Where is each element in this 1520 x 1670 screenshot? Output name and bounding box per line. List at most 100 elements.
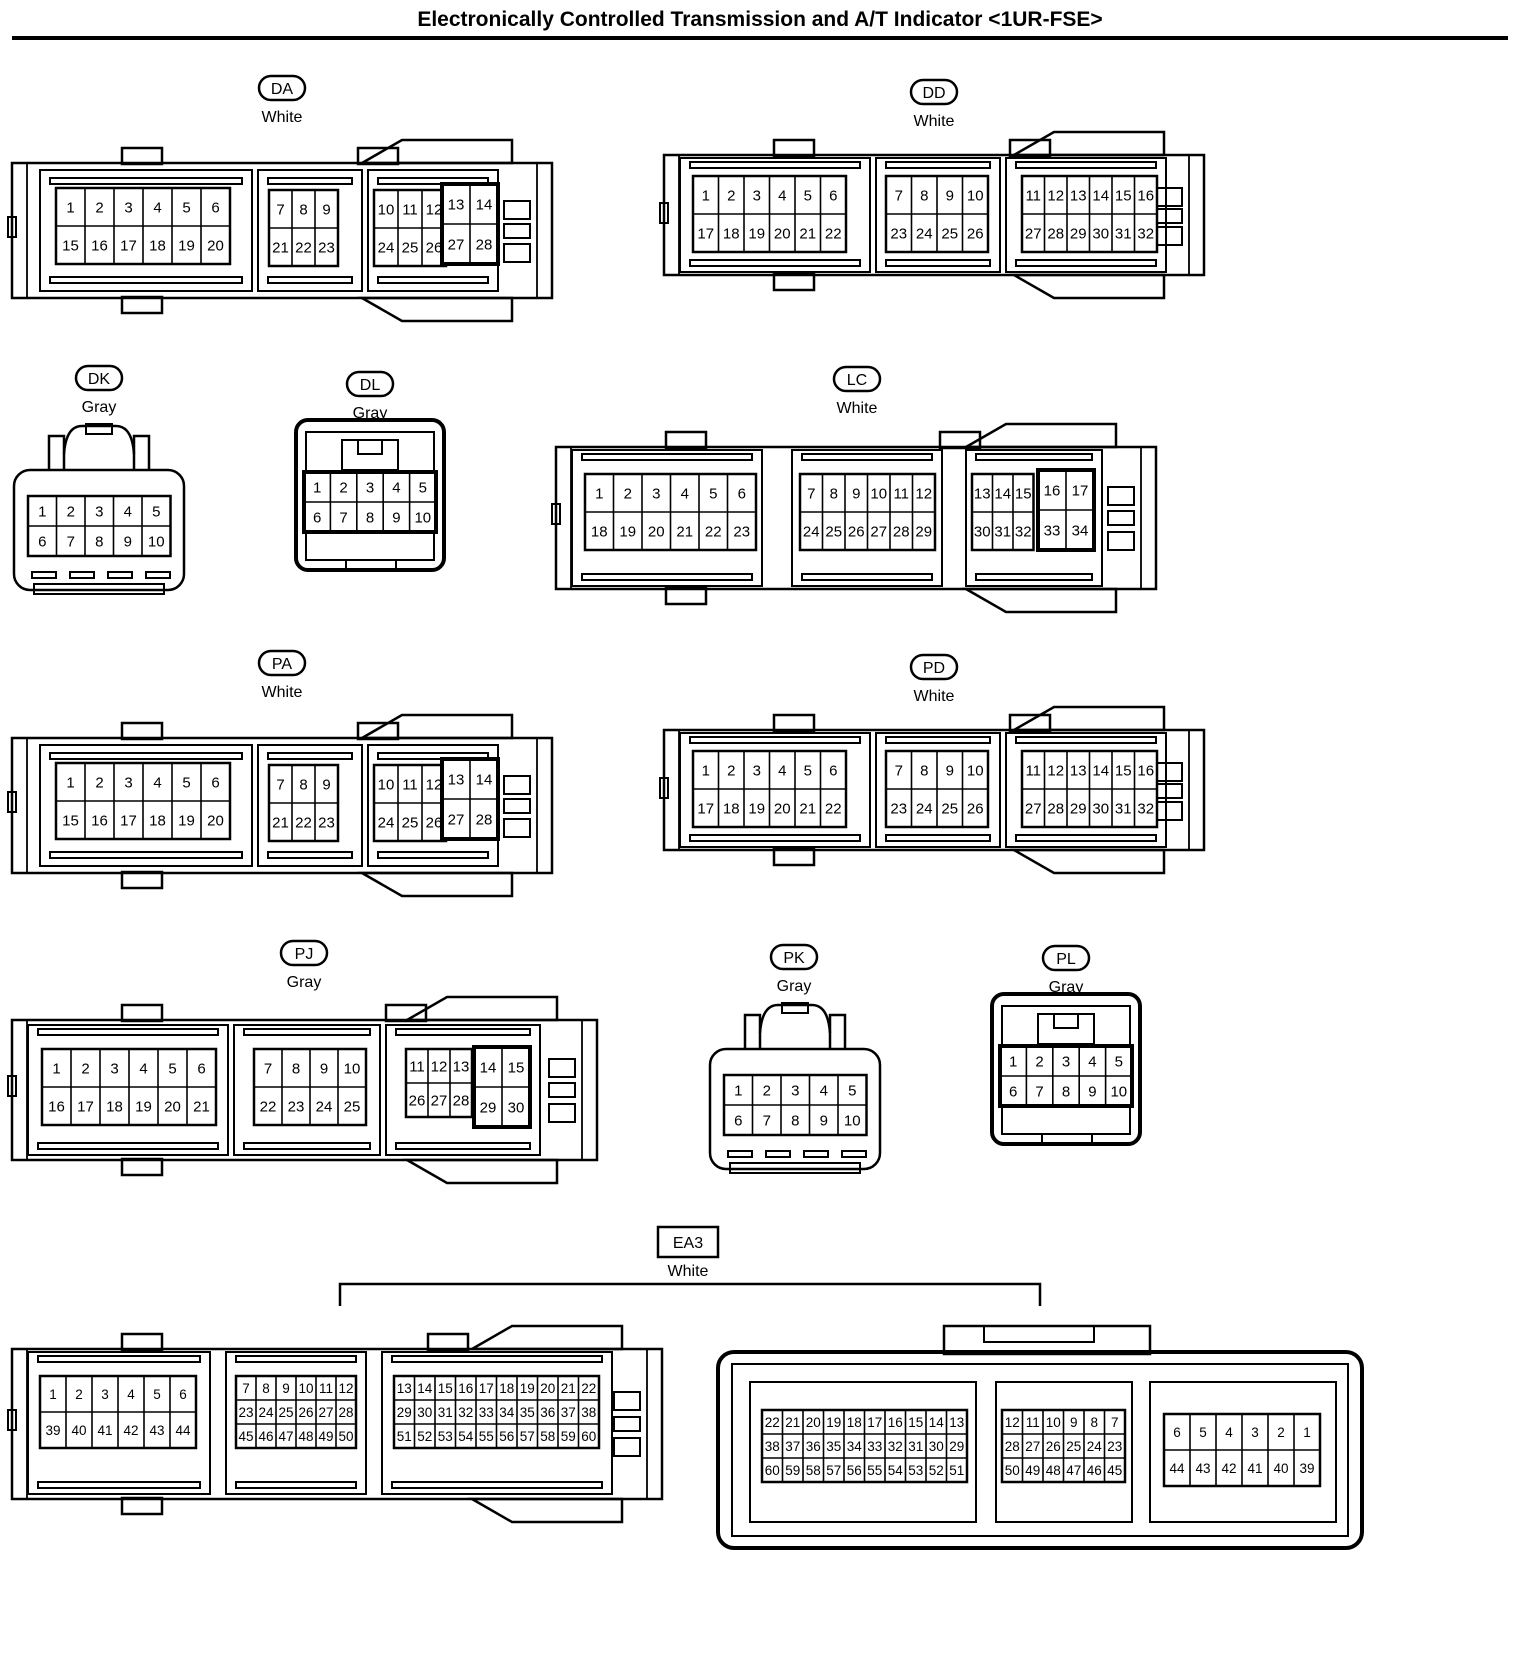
ea3-female-pin-number: 59: [785, 1463, 800, 1478]
dd-pin-number: 30: [1092, 225, 1109, 242]
ea3-female-pin-number: 40: [1273, 1461, 1288, 1476]
housing-line: [26, 162, 538, 299]
dd-pin-number: 4: [778, 187, 786, 204]
pd-pin-number: 3: [753, 762, 761, 779]
dd-pin-number: 32: [1137, 225, 1154, 242]
pl-connector-color: Gray: [1049, 979, 1084, 996]
pa-pin-number: 5: [182, 774, 190, 791]
ea3-pair-bracket: [338, 1282, 1042, 1306]
housing-line: [938, 430, 982, 450]
lc-pin-number: 15: [1015, 485, 1032, 502]
ea3-female-pin-number: 13: [949, 1415, 964, 1430]
pj-pin-number: 11: [409, 1058, 425, 1075]
ea3-male-pin-number: 5: [153, 1387, 161, 1402]
ea3-female-pin-number: 12: [1005, 1415, 1020, 1430]
pd-pin-number: 12: [1047, 762, 1064, 779]
pd-connector-color: White: [914, 688, 955, 705]
housing-line: [7, 791, 17, 813]
da-pin-number: 5: [182, 199, 190, 216]
pa-pin-number: 25: [402, 814, 419, 831]
pd-pin-number: 28: [1047, 800, 1064, 817]
ea3-female-pin-number: 52: [929, 1463, 944, 1478]
dl-pin-number: 4: [392, 479, 400, 496]
pd-connector-code-badge: [909, 653, 959, 681]
da-pin-number: 8: [299, 201, 307, 218]
housing-line: [729, 1162, 861, 1174]
housing-line: [885, 736, 991, 744]
housing-line: [49, 177, 243, 185]
housing-line: [345, 559, 397, 571]
housing-line: [841, 1150, 867, 1158]
dl-pin-number: 7: [339, 509, 347, 526]
lc-pin-number: 30: [974, 523, 991, 540]
dd-connector-code: DD: [922, 85, 945, 102]
housing-line: [659, 202, 669, 224]
lc-pin-number: 3: [652, 485, 660, 502]
ea3-male-pin-number: 43: [149, 1423, 164, 1438]
dd-connector-code-badge: [909, 78, 959, 106]
ea3-male-pin-number: 29: [397, 1405, 412, 1420]
pk-pin-number: 5: [848, 1082, 856, 1099]
ea3-male-pin-number: 47: [278, 1429, 293, 1444]
pd-pin-number: 20: [774, 800, 791, 817]
lc-pin-number: 23: [733, 523, 750, 540]
ea3-male-pin-number: 51: [397, 1429, 412, 1444]
lc-connector-color: White: [837, 400, 878, 417]
ea3-male-pin-number: 37: [561, 1405, 576, 1420]
pl-pin-number: 6: [1009, 1083, 1017, 1100]
lc-connector-code: LC: [847, 372, 867, 389]
pa-pin-number: 6: [211, 774, 219, 791]
housing-line: [727, 1150, 753, 1158]
lc-pin-number: 6: [738, 485, 746, 502]
ea3-male-pin-number: 3: [101, 1387, 109, 1402]
housing-line: [395, 1028, 531, 1036]
pl-connector-code: PL: [1056, 951, 1076, 968]
pa-pin-number: 24: [378, 814, 395, 831]
da-ext-pin-number: 28: [476, 236, 493, 253]
da-pin-number: 22: [295, 239, 312, 256]
ea3-male-pin-number: 46: [258, 1429, 273, 1444]
ea3-male-pin-number: 30: [417, 1405, 432, 1420]
ea3-male-pin-number: 25: [278, 1405, 293, 1420]
housing-line: [1155, 226, 1183, 246]
pj-pin-number: 3: [110, 1060, 118, 1077]
dk-pin-number: 10: [148, 533, 165, 550]
housing-line: [233, 1024, 381, 1156]
ea3-female-pin-number: 21: [785, 1415, 800, 1430]
dd-pin-number: 2: [727, 187, 735, 204]
housing-line: [27, 1024, 229, 1156]
pd-pin-number: 17: [697, 800, 714, 817]
housing-line: [1015, 736, 1157, 744]
lc-pin-number: 11: [893, 485, 909, 502]
dl-pin-number: 10: [414, 509, 431, 526]
pk-pin-number: 7: [763, 1112, 771, 1129]
da-pin-number: 4: [153, 199, 161, 216]
ea3-male-pin-number: 33: [479, 1405, 494, 1420]
pd-pin-number: 7: [895, 762, 903, 779]
housing-line: [120, 295, 164, 315]
housing-line: [7, 216, 17, 238]
pd-connector-code: PD: [923, 660, 945, 677]
ea3-male-pin-number: 22: [581, 1381, 596, 1396]
ea3-female-pin-number: 9: [1070, 1415, 1078, 1430]
lc-pin-number: 10: [870, 485, 887, 502]
ea3-male-pin-number: 41: [97, 1423, 112, 1438]
housing-line: [377, 752, 489, 760]
housing-line: [120, 1157, 164, 1177]
da-pin-number: 21: [272, 239, 289, 256]
ea3-male-pin-number: 55: [479, 1429, 494, 1444]
pj-pin-number: 9: [320, 1060, 328, 1077]
da-connector-color: White: [262, 109, 303, 126]
dd-pin-number: 11: [1025, 187, 1041, 204]
da-pin-number: 17: [120, 237, 137, 254]
pj-pin-number: 21: [193, 1098, 210, 1115]
dd-pin-number: 19: [748, 225, 765, 242]
housing-line: [235, 1481, 357, 1489]
pd-pin-number: 16: [1137, 762, 1154, 779]
dl-pin-number: 6: [313, 509, 321, 526]
ea3-female-pin-number: 19: [826, 1415, 841, 1430]
pd-pin-number: 11: [1025, 762, 1041, 779]
pj-pin-number: 19: [135, 1098, 152, 1115]
ea3-male-pin-number: 57: [520, 1429, 535, 1444]
ea3-male-pin-number: 14: [417, 1381, 433, 1396]
